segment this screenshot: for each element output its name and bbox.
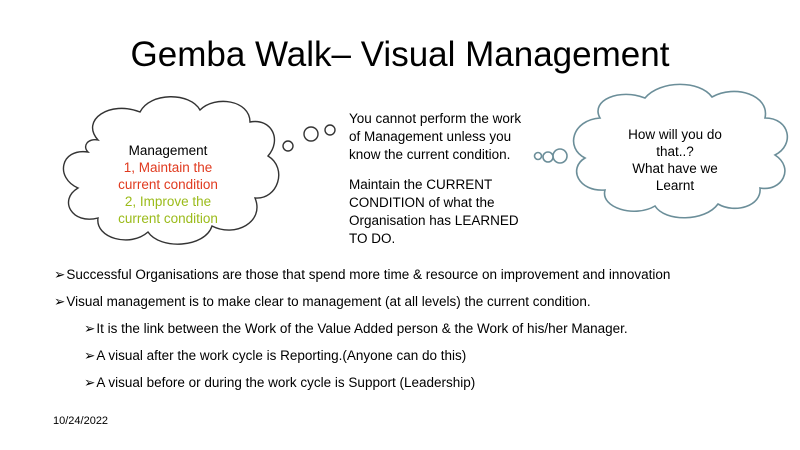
center-p1-line3: know the current condition. <box>349 147 511 162</box>
bullet-text: A visual after the work cycle is Reporti… <box>96 348 467 363</box>
arrow-bullet-icon: ➢ <box>84 348 96 363</box>
center-paragraph-2: Maintain the CURRENT CONDITION of what t… <box>349 176 559 248</box>
left-cloud-text: Management 1, Maintain the current condi… <box>78 142 258 227</box>
arrow-bullet-icon: ➢ <box>84 375 96 390</box>
center-p1-line1: You cannot perform the work <box>349 111 522 126</box>
bullet-text: It is the link between the Work of the V… <box>96 321 628 336</box>
bullet-item: ➢Successful Organisations are those that… <box>54 266 670 284</box>
right-thought-cloud <box>533 83 789 219</box>
right-cloud-text: How will you do that..? What have we Lea… <box>590 126 760 194</box>
bullet-item: ➢A visual before or during the work cycl… <box>84 374 475 392</box>
bullet-text: Visual management is to make clear to ma… <box>66 294 591 309</box>
left-thought-cloud <box>62 96 336 245</box>
arrow-bullet-icon: ➢ <box>54 267 66 282</box>
right-cloud-line3: What have we <box>632 161 718 176</box>
center-paragraph-1: You cannot perform the work of Managemen… <box>349 110 559 164</box>
bullet-text: Successful Organisations are those that … <box>66 267 671 282</box>
center-p2-line1: Maintain the CURRENT <box>349 177 493 192</box>
left-cloud-point-2-b: current condition <box>118 211 218 226</box>
left-cloud-point-2-a: 2, Improve the <box>124 194 212 209</box>
center-p2-line2: CONDITION of what the <box>349 195 495 210</box>
bullet-text: A visual before or during the work cycle… <box>96 375 476 390</box>
right-cloud-line1: How will you do <box>628 127 722 142</box>
left-cloud-heading: Management <box>128 143 208 158</box>
arrow-bullet-icon: ➢ <box>54 294 66 309</box>
left-cloud-point-1-a: 1, Maintain the <box>123 160 213 175</box>
bullet-item: ➢Visual management is to make clear to m… <box>54 293 591 311</box>
right-cloud-line2: that..? <box>656 144 694 159</box>
bullet-item: ➢A visual after the work cycle is Report… <box>84 347 466 365</box>
left-cloud-point-1-b: current condition <box>118 177 218 192</box>
arrow-bullet-icon: ➢ <box>84 321 96 336</box>
center-p2-line3: Organisation has LEARNED <box>349 213 519 228</box>
slide-title: Gemba Walk– Visual Management <box>130 35 670 74</box>
right-cloud-line4: Learnt <box>655 178 695 193</box>
center-p2-line4: TO DO. <box>349 231 396 246</box>
center-p1-line2: of Management unless you <box>349 129 512 144</box>
slide-date: 10/24/2022 <box>53 415 109 427</box>
bullet-item: ➢It is the link between the Work of the … <box>84 320 628 338</box>
